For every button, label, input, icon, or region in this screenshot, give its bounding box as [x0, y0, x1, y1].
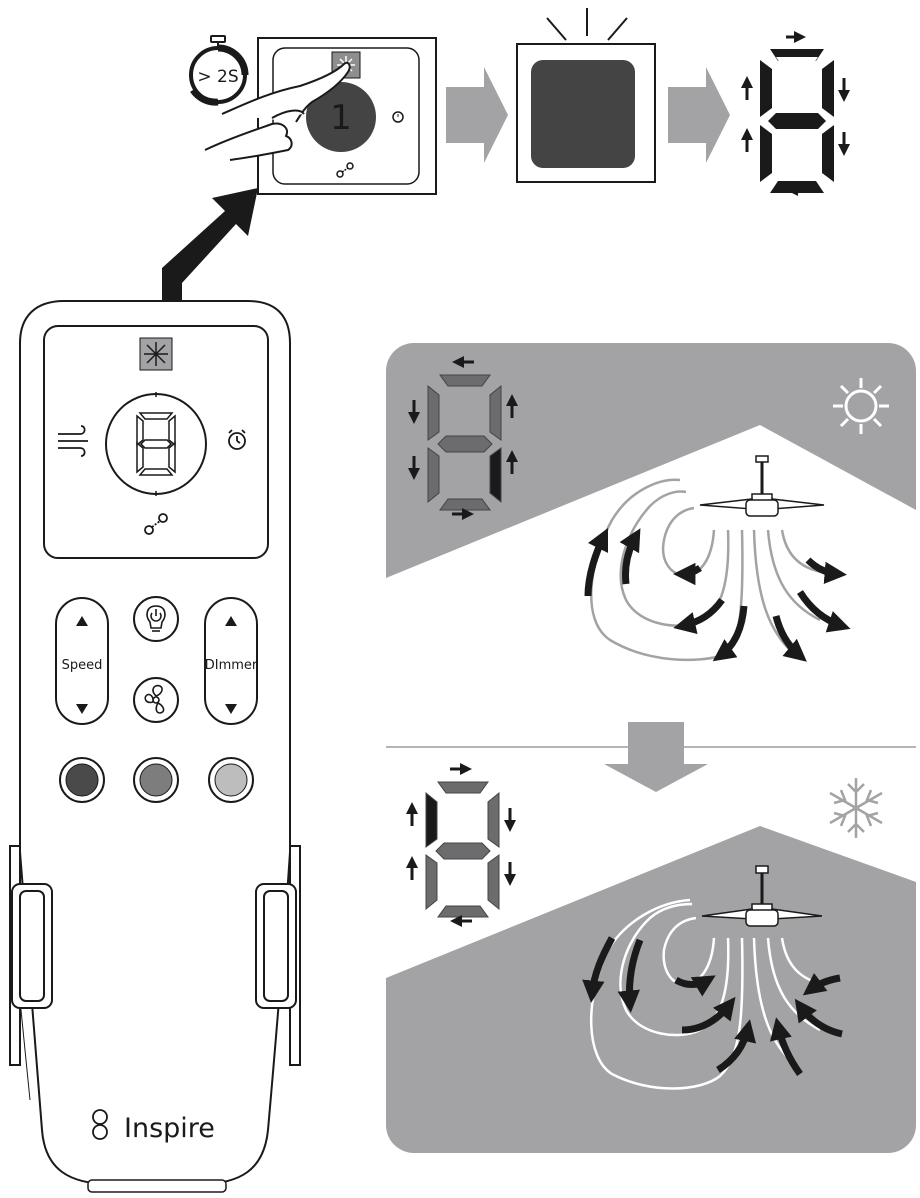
seven-segment-step3 [760, 49, 834, 193]
dimmer-down-icon[interactable] [225, 704, 237, 714]
timer-label: > 2S [197, 67, 238, 87]
seven-segment-winter [425, 781, 500, 918]
fan-power-button[interactable] [133, 677, 179, 723]
side-clip-right [255, 845, 301, 1066]
inspire-logo-icon [92, 1109, 108, 1140]
rotation-arrows-step3 [741, 31, 850, 196]
rotation-arrows-winter [406, 763, 516, 927]
speed-rocker[interactable] [55, 597, 109, 725]
alarm-clock-icon [392, 111, 404, 123]
dimmer-up-icon[interactable] [225, 616, 237, 626]
stopwatch-icon: > 2S [189, 35, 249, 106]
snowflake-icon [829, 778, 883, 838]
dimmer-rocker[interactable] [204, 597, 258, 725]
airflow-summer [584, 478, 851, 662]
ceiling-fan-summer [699, 455, 825, 517]
memory-button-2[interactable] [133, 757, 179, 803]
flow-arrow-1 [446, 67, 508, 163]
button-1[interactable] [306, 82, 376, 152]
brand-name: Inspire [124, 1113, 215, 1144]
sun-snowflake-icon [144, 342, 168, 366]
link-icon[interactable] [144, 513, 168, 535]
wind-icon[interactable] [58, 425, 88, 457]
fan-power-icon [144, 684, 165, 714]
link-icon [336, 162, 354, 178]
memory-button-1[interactable] [59, 757, 105, 803]
airflow-winter [582, 898, 843, 1090]
seven-segment-summer [427, 374, 502, 511]
remote-seven-segment [136, 412, 176, 476]
button-1-number: 1 [330, 98, 352, 138]
speed-up-icon[interactable] [76, 616, 88, 626]
memory-button-3[interactable] [208, 757, 254, 803]
flow-arrow-2 [668, 67, 730, 163]
airflow-modes-panel [386, 343, 916, 1153]
hand-illustration [204, 61, 351, 161]
side-clip-left [9, 845, 53, 1066]
lightbulb-power-icon [146, 605, 166, 632]
remote-control: Speed DImmer [9, 300, 301, 1193]
light-power-button[interactable] [133, 596, 179, 642]
pointer-arrow [162, 188, 258, 305]
sun-icon [833, 378, 889, 434]
speed-label: Speed [62, 658, 103, 673]
step2-blink-panel [516, 8, 656, 183]
alarm-clock-icon[interactable] [228, 429, 246, 450]
mode-transition-arrow [604, 722, 708, 792]
ceiling-fan-winter [701, 865, 823, 927]
dimmer-label: DImmer [205, 658, 258, 673]
speed-down-icon[interactable] [76, 704, 88, 714]
rotation-arrows-summer [408, 356, 518, 520]
